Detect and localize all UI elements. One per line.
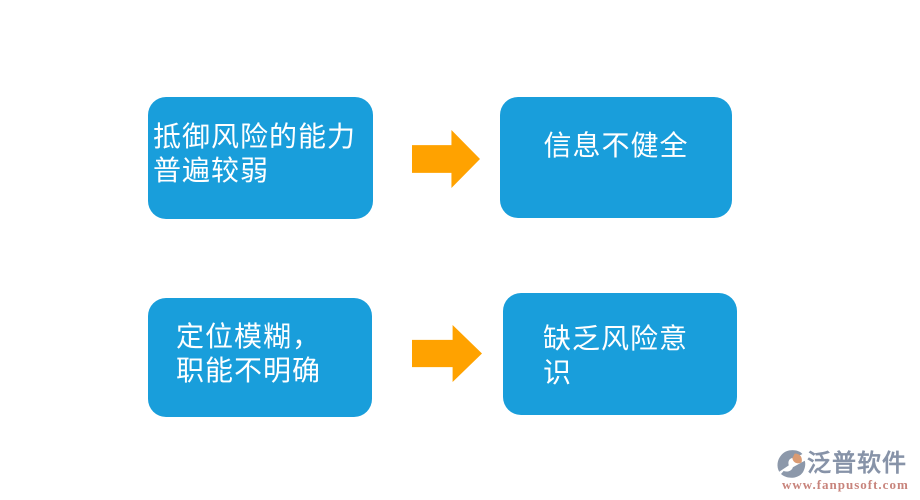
diagram-box-info-incomplete: 信息不健全 xyxy=(500,97,732,218)
right-arrow-icon xyxy=(412,130,480,188)
brand-url: www.fanpusoft.com xyxy=(782,477,909,492)
diagram-box-vague-positioning: 定位模糊， 职能不明确 xyxy=(148,298,372,417)
brand-watermark: 泛普软件 www.fanpusoft.com xyxy=(776,448,912,492)
diagram-box-lack-risk-awareness: 缺乏风险意 识 xyxy=(503,293,737,415)
right-arrow-icon xyxy=(412,325,482,382)
brand-name: 泛普软件 xyxy=(807,450,907,477)
diagram-box-resist-risk-weak: 抵御风险的能力 普遍较弱 xyxy=(148,97,373,219)
fanpu-logo-icon xyxy=(776,448,807,480)
